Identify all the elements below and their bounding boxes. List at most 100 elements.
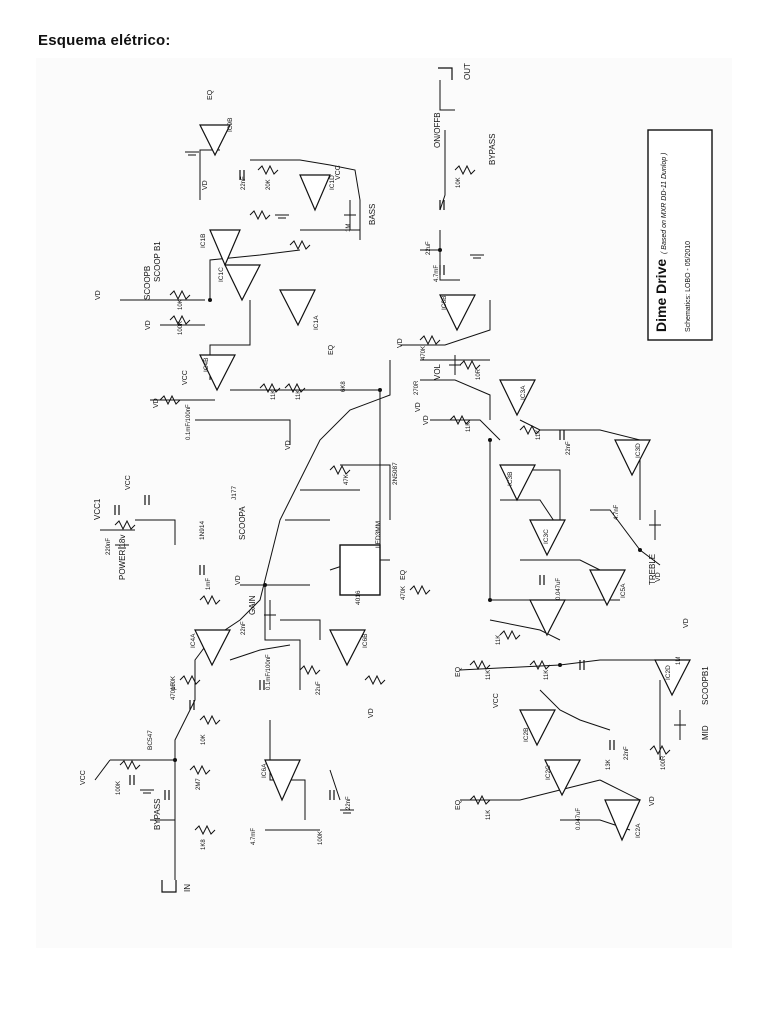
value-r4: 100K xyxy=(116,781,122,795)
potentiometers xyxy=(264,200,686,740)
capacitor-c17 xyxy=(239,170,245,180)
rail-eq-mid: EQ xyxy=(328,344,335,355)
resistor-r22 xyxy=(249,209,271,221)
rail-vd-12: VD xyxy=(683,618,690,628)
value-c11: 1mF xyxy=(206,578,212,590)
value-r28: 11K xyxy=(271,390,277,400)
capacitor-c16 xyxy=(559,430,565,440)
value-c28: 22uF xyxy=(426,241,432,255)
semi-2n5087: 2N5087 xyxy=(392,462,399,485)
label-power: POWER 18v xyxy=(118,535,127,580)
semi-led3mm: LED3MM xyxy=(375,521,382,548)
value-r32: 10K xyxy=(178,299,184,310)
value-c7: 0.1mF/100nF xyxy=(266,654,272,690)
value-c27: 4.7mF xyxy=(434,265,440,282)
value-c6: 22uF xyxy=(316,681,322,695)
ic-label-ic3c: IC3C xyxy=(543,529,550,544)
resistor-r55 xyxy=(649,744,671,756)
ic-label-ic2a: IC2A xyxy=(635,823,642,838)
rail-vcc-4: VCC xyxy=(182,370,189,385)
value-c1: 220nF xyxy=(106,538,112,555)
value-r55: 100R xyxy=(661,755,667,770)
value-r64: 47K xyxy=(344,474,350,485)
rail-vd-2: VD xyxy=(145,320,152,330)
label-scoop-b: SCOOPB xyxy=(143,266,152,300)
opamp-ic8b xyxy=(439,294,476,332)
value-r7: 10K xyxy=(201,734,207,745)
ic-label-ic3b: IC3B xyxy=(507,472,514,486)
resistor-r28 xyxy=(259,382,281,394)
opamp-ic2a xyxy=(604,799,641,842)
opamp-ic6a xyxy=(264,759,301,802)
resistor-r16 xyxy=(159,394,181,406)
value-r62: 11K xyxy=(486,810,492,820)
capacitor-c27 xyxy=(439,265,445,275)
resistor-r4 xyxy=(119,759,141,771)
capacitor-c28 xyxy=(439,200,445,210)
resistor-r13 xyxy=(199,594,221,606)
opamp-ic1a xyxy=(279,289,316,327)
opamp-ic4a xyxy=(194,629,231,667)
opamp-ic3c xyxy=(529,519,566,557)
input-jack xyxy=(161,880,177,893)
opamp-ic3d xyxy=(614,439,651,477)
label-scoop-b1-right: SCOOPB1 xyxy=(701,666,710,705)
opamp-ic2c xyxy=(544,759,581,797)
value-r29: 11K xyxy=(296,390,302,400)
semi-4016: 4016 xyxy=(355,590,362,605)
ic-label-ic1b: IC1B xyxy=(200,234,207,248)
resistor-r6 xyxy=(189,764,211,776)
resistor-r31 xyxy=(169,314,191,326)
ic-label-ic4a: IC4A xyxy=(190,633,197,648)
value-r75: 270R xyxy=(414,380,420,395)
opamp-ic1b xyxy=(209,229,241,267)
resistor-r65 xyxy=(329,464,351,476)
resistor-r7 xyxy=(199,714,221,726)
rail-vd-7: VD xyxy=(368,708,375,718)
opamp-ic5a-2 xyxy=(529,599,566,637)
value-c21: 0.047uF xyxy=(556,578,562,600)
rail-vd-6: VD xyxy=(285,440,292,450)
capacitor-c1 xyxy=(114,505,120,515)
title-schematic: Schematics: LOBO - 05/2010 xyxy=(685,241,692,332)
rail-eq-center: EQ xyxy=(400,569,407,580)
rail-vd-1: VD xyxy=(95,290,102,300)
page-heading: Esquema elétrico: xyxy=(38,32,171,49)
pot-mid xyxy=(674,710,686,740)
value-r72: 100K xyxy=(318,831,324,845)
value-c8: 22nF xyxy=(241,621,247,635)
label-scoop-a: SCOOPA xyxy=(238,506,247,540)
rail-eq-bottom: EQ xyxy=(455,799,462,810)
opamp-ic1d xyxy=(299,174,331,212)
value-r78: 10K xyxy=(456,177,462,188)
semi-bc547: BC547 xyxy=(147,730,154,750)
rail-vd-4: VD xyxy=(202,180,209,190)
label-vol: VOL xyxy=(433,363,442,380)
value-r50: 11K xyxy=(486,670,492,680)
title-name: Dime Drive xyxy=(653,259,669,332)
value-r34: 11K xyxy=(466,422,472,432)
opamp-ic6b xyxy=(329,629,366,667)
capacitor-c4 xyxy=(129,775,135,785)
label-on-off: ON/OFFB xyxy=(433,112,442,148)
value-r6: 2M7 xyxy=(196,778,202,790)
grounds xyxy=(115,151,484,814)
resistor-r32 xyxy=(169,289,191,301)
rail-vcc-3: VCC xyxy=(335,165,342,180)
semi-1n914: 1N914 xyxy=(199,520,206,540)
opamp-ic1c xyxy=(224,264,261,302)
rail-vd-8: VD xyxy=(397,338,404,348)
value-r49: 11K xyxy=(496,635,502,645)
ic-label-ic1c: IC1C xyxy=(218,267,225,282)
label-treble: TREBLE xyxy=(648,554,657,585)
pot-treble xyxy=(649,510,661,540)
value-r37: 11K xyxy=(536,430,542,440)
ic-label-ic4b: IC4B xyxy=(203,358,210,372)
rail-vcc-5: VCC xyxy=(493,693,500,708)
capacitor-c7 xyxy=(259,680,265,690)
resistor-r74 xyxy=(459,359,481,371)
capacitor-c9 xyxy=(329,790,335,800)
ic-label-ic9b: IC9B xyxy=(227,118,234,132)
resistor-r50 xyxy=(469,659,491,671)
capacitor-c21 xyxy=(539,575,545,585)
